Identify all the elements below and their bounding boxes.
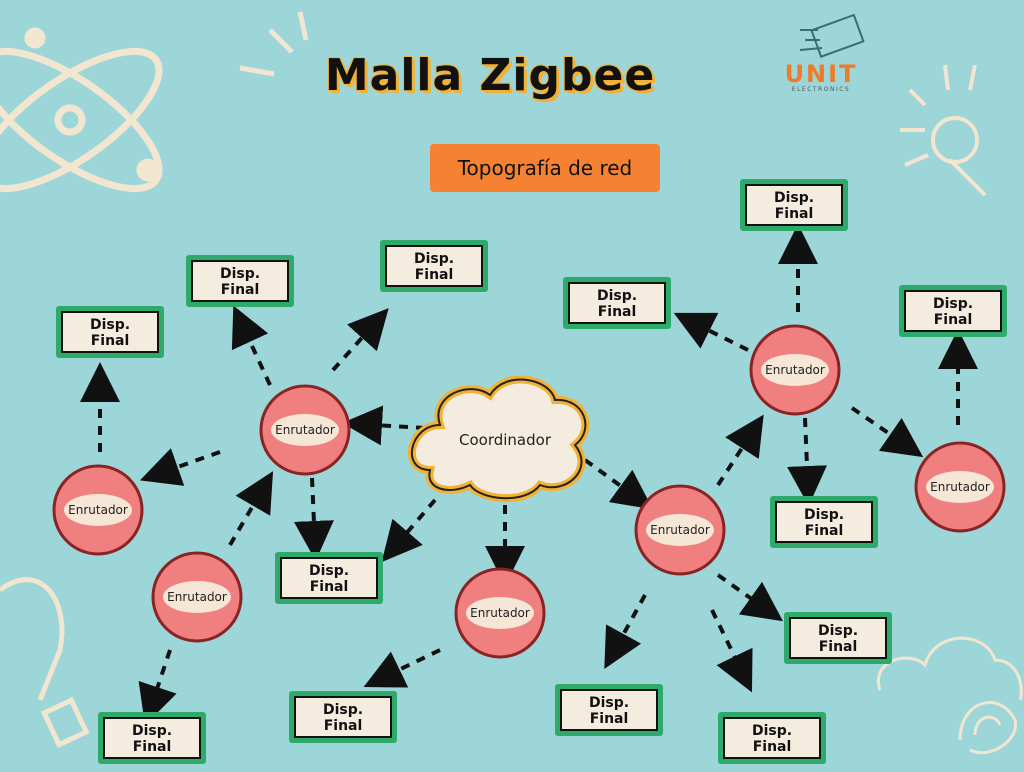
end-device-node: Disp.Final (718, 712, 826, 764)
end-device-node: Disp.Final (784, 612, 892, 664)
router-label: Enrutador (765, 363, 825, 377)
end-device-label-line1: Disp. (589, 695, 629, 711)
end-device-label-line2: Final (91, 333, 130, 349)
end-device-label-line1: Disp. (414, 251, 454, 267)
end-device-box (723, 717, 821, 759)
end-device-box (904, 290, 1002, 332)
end-device-label-line1: Disp. (90, 317, 130, 333)
end-device-box (560, 689, 658, 731)
subtitle-badge: Topografía de red (430, 144, 660, 192)
lightbulb-doodle (900, 64, 987, 197)
router-node: Enrutador (914, 441, 1006, 533)
atom-doodle (0, 27, 163, 193)
router-node: Enrutador (749, 324, 841, 416)
end-device-node: Disp.Final (770, 496, 878, 548)
end-device-label-line1: Disp. (597, 288, 637, 304)
end-device-box (385, 245, 483, 287)
end-device-label-line2: Final (753, 739, 792, 755)
end-device-node: Disp.Final (740, 179, 848, 231)
end-device-node: Disp.Final (186, 255, 294, 307)
end-device-node: Disp.Final (380, 240, 488, 292)
router-inner (926, 471, 994, 503)
end-device-node: Disp.Final (56, 306, 164, 358)
brand-name: UNIT (784, 60, 858, 88)
end-devices: Disp.FinalDisp.FinalDisp.FinalDisp.Final… (56, 179, 1007, 764)
end-device-node: Disp.Final (555, 684, 663, 736)
end-device-label-line1: Disp. (323, 702, 363, 718)
end-device-box (294, 696, 392, 738)
end-device-label-line2: Final (598, 304, 637, 320)
end-device-box (568, 282, 666, 324)
router-inner (163, 581, 231, 613)
router-label: Enrutador (275, 423, 335, 437)
brand-tagline: ELECTRONICS (791, 86, 851, 93)
sparkle-doodle (239, 11, 309, 77)
end-device-label-line2: Final (775, 206, 814, 222)
routers: EnrutadorEnrutadorEnrutadorEnrutadorEnru… (52, 324, 1006, 659)
end-device-label-line1: Disp. (774, 190, 814, 206)
end-device-label-line2: Final (805, 523, 844, 539)
brand-logo: UNIT ELECTRONICS (776, 62, 866, 93)
router-node: Enrutador (259, 384, 351, 476)
end-device-label-line1: Disp. (220, 266, 260, 282)
end-device-label-line2: Final (221, 282, 260, 298)
router-inner (271, 414, 339, 446)
connections (80, 224, 978, 726)
router-inner (646, 514, 714, 546)
end-device-box (789, 617, 887, 659)
end-device-label-line1: Disp. (933, 296, 973, 312)
page-title: Malla Zigbee (324, 50, 656, 101)
end-device-label-line2: Final (133, 739, 172, 755)
router-inner (466, 597, 534, 629)
end-device-node: Disp.Final (289, 691, 397, 743)
brand-logo-icon (799, 13, 865, 58)
end-device-box (745, 184, 843, 226)
end-device-label-line1: Disp. (752, 723, 792, 739)
router-label: Enrutador (930, 480, 990, 494)
end-device-label-line1: Disp. (818, 623, 858, 639)
router-node: Enrutador (151, 551, 243, 643)
end-device-box (103, 717, 201, 759)
router-inner (761, 354, 829, 386)
coordinator-label: Coordinador (459, 431, 552, 449)
router-label: Enrutador (650, 523, 710, 537)
router-label: Enrutador (68, 503, 128, 517)
end-device-label-line2: Final (310, 579, 349, 595)
router-label: Enrutador (167, 590, 227, 604)
end-device-box (280, 557, 378, 599)
end-device-label-line1: Disp. (309, 563, 349, 579)
end-device-node: Disp.Final (98, 712, 206, 764)
router-node: Enrutador (634, 484, 726, 576)
end-device-label-line2: Final (324, 718, 363, 734)
router-label: Enrutador (470, 606, 530, 620)
bottom-left-doodle (0, 577, 90, 748)
cloud-doodle (876, 636, 1023, 755)
end-device-label-line2: Final (590, 711, 629, 727)
end-device-label-line2: Final (934, 312, 973, 328)
end-device-label-line2: Final (415, 267, 454, 283)
router-node: Enrutador (454, 567, 546, 659)
end-device-node: Disp.Final (899, 285, 1007, 337)
end-device-node: Disp.Final (275, 552, 383, 604)
router-inner (64, 494, 132, 526)
end-device-label-line2: Final (819, 639, 858, 655)
end-device-box (61, 311, 159, 353)
coordinator-node: Coordinador (408, 375, 590, 503)
end-device-label-line1: Disp. (132, 723, 172, 739)
end-device-label-line1: Disp. (804, 507, 844, 523)
router-node: Enrutador (52, 464, 144, 556)
end-device-box (191, 260, 289, 302)
end-device-node: Disp.Final (563, 277, 671, 329)
end-device-box (775, 501, 873, 543)
